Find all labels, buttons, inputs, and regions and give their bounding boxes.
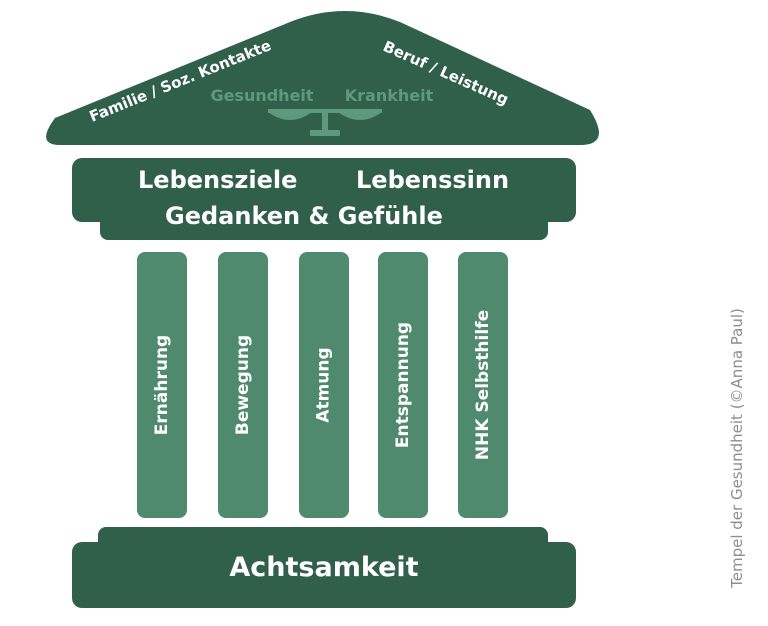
base [72, 542, 576, 608]
pillar-label: NHK Selbsthilfe [473, 309, 493, 461]
image-caption: Tempel der Gesundheit (©Anna Paul) [728, 308, 746, 588]
pillar-entspannung: Entspannung [378, 252, 428, 518]
entablature-line1-right: Lebenssinn [356, 166, 510, 194]
scale-right-label: Krankheit [345, 86, 434, 105]
pillar-label: Ernährung [152, 334, 172, 436]
pillar-nhk-selbsthilfe: NHK Selbsthilfe [458, 252, 508, 518]
pillar-atmung: Atmung [299, 252, 349, 518]
entablature-line1-left: Lebensziele [138, 166, 298, 194]
entablature-line2: Gedanken & Gefühle [165, 202, 443, 230]
balance-scale-icon [268, 109, 382, 136]
pillar-label: Bewegung [233, 334, 254, 436]
base-label: Achtsamkeit [229, 552, 419, 583]
pillar-label: Entspannung [393, 321, 413, 449]
pillar-label: Atmung [314, 347, 334, 423]
entablature-lower-band [100, 206, 548, 240]
scale-left-label: Gesundheit [210, 86, 313, 105]
roof-shape [46, 11, 599, 145]
pillar-ernaehrung: Ernährung [137, 252, 187, 518]
pillar-bewegung: Bewegung [218, 252, 268, 518]
